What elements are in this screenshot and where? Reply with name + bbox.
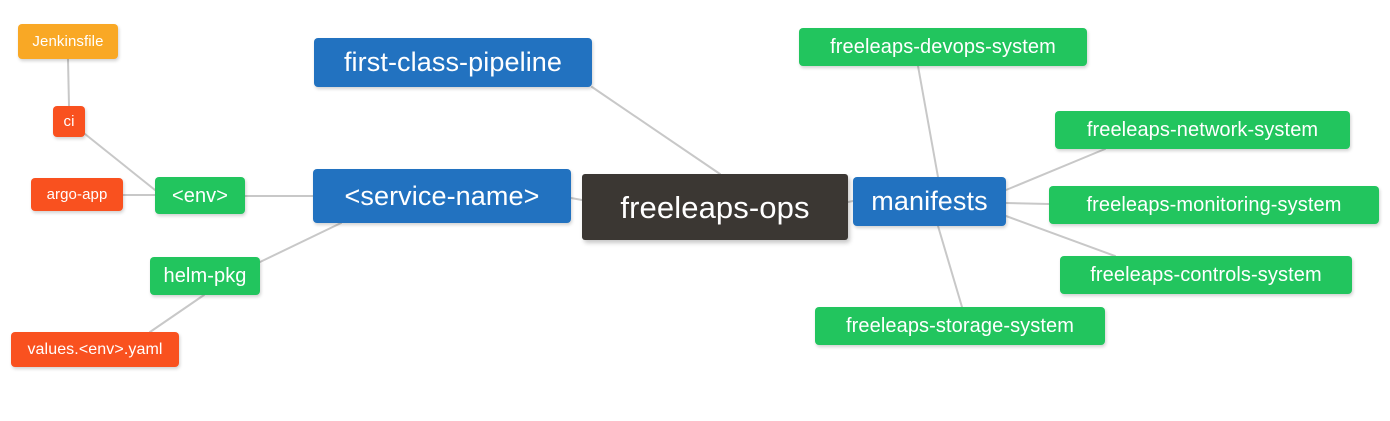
mindmap-node-manifests[interactable]: manifests [853,177,1006,226]
mindmap-node-argo-app[interactable]: argo-app [31,178,123,211]
edge-values-yaml-to-helm-pkg [149,294,205,333]
mindmap-node-freeleaps-storage-system[interactable]: freeleaps-storage-system [815,307,1105,345]
mindmap-node-freeleaps-controls-system[interactable]: freeleaps-controls-system [1060,256,1352,294]
mindmap-node-ci[interactable]: ci [53,106,85,137]
edge-service-name-to-freeleaps-ops [570,197,583,201]
edge-manifests-to-freeleaps-storage-system [937,225,963,308]
edge-manifests-to-freeleaps-monitoring-system [1005,202,1050,205]
mindmap-node-freeleaps-devops-system[interactable]: freeleaps-devops-system [799,28,1087,66]
edge-first-class-pipeline-to-freeleaps-ops [591,86,721,175]
mindmap-node-service-name[interactable]: <service-name> [313,169,571,223]
mindmap-node-first-class-pipeline[interactable]: first-class-pipeline [314,38,592,87]
edge-manifests-to-freeleaps-network-system [1005,148,1106,191]
mindmap-node-freeleaps-monitoring-system[interactable]: freeleaps-monitoring-system [1049,186,1379,224]
edge-manifests-to-freeleaps-devops-system [917,65,939,178]
mindmap-node-freeleaps-ops[interactable]: freeleaps-ops [582,174,848,240]
edge-jenkinsfile-to-ci [67,58,70,107]
mindmap-node-env[interactable]: <env> [155,177,245,214]
mindmap-node-values-yaml[interactable]: values.<env>.yaml [11,332,179,367]
mindmap-node-helm-pkg[interactable]: helm-pkg [150,257,260,295]
mindmap-node-jenkinsfile[interactable]: Jenkinsfile [18,24,118,59]
edge-helm-pkg-to-service-name [259,222,342,263]
mindmap-node-freeleaps-network-system[interactable]: freeleaps-network-system [1055,111,1350,149]
